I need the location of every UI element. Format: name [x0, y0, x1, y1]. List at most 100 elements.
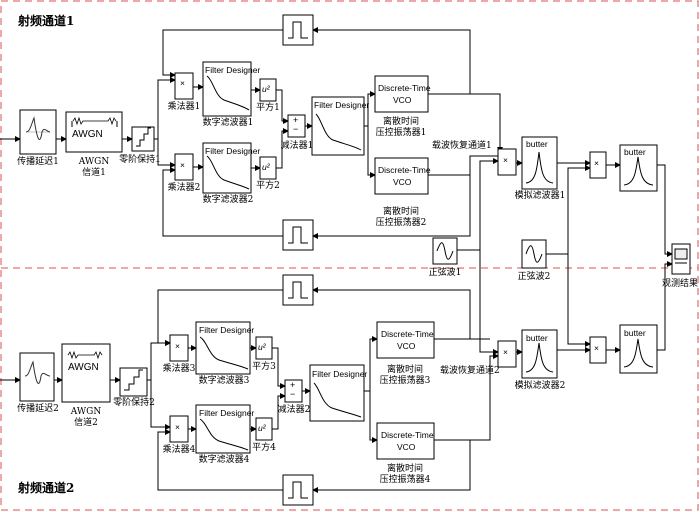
analog-filter-2-block	[521, 329, 558, 379]
multiplier-4-symbol: ×	[175, 422, 180, 432]
filter-designer-2-block	[309, 364, 365, 422]
square-4-symbol: u²	[258, 423, 266, 433]
feedback-pulse-1b-block	[282, 219, 314, 251]
awgn-2-label: AWGN	[68, 362, 99, 373]
awgn-1-caption-2: 信道1	[82, 168, 106, 178]
sine-1-caption: 正弦波1	[428, 268, 462, 278]
square-1-block	[259, 78, 277, 102]
vco-2-caption-2: 压控振荡器2	[375, 218, 427, 228]
square-3-block	[255, 336, 273, 360]
awgn-channel-1-block	[65, 111, 123, 153]
carrier-multiplier-1-symbol: ×	[503, 155, 508, 165]
propagation-delay-1-block	[19, 109, 57, 155]
vco-1-line1: Discrete-Time	[378, 83, 431, 93]
sq-2-caption: 平方2	[256, 181, 280, 191]
awgn-2-caption-2: 信道2	[74, 418, 98, 428]
square-3-symbol: u²	[258, 342, 266, 352]
sq-1-caption: 平方1	[256, 103, 280, 113]
awgn-1-caption-1: AWGN	[78, 157, 110, 167]
subtractor-1-block	[287, 114, 306, 138]
vco-3-caption-2: 压控振荡器3	[379, 376, 431, 386]
vco-1-caption-2: 压控振荡器1	[375, 128, 427, 138]
multiplier-1-symbol: ×	[180, 78, 185, 88]
filt-1-caption: 数字滤波器1	[202, 118, 254, 128]
awgn-2-caption-1: AWGN	[70, 407, 102, 417]
vco-3-block	[376, 321, 435, 359]
output-butter-2-label: butter	[624, 328, 646, 338]
filt-3-caption: 数字滤波器3	[198, 376, 250, 386]
multiplier-2-symbol: ×	[180, 160, 185, 170]
filter-designer-1-block	[311, 96, 365, 156]
analog-1-caption: 模拟滤波器1	[514, 191, 566, 201]
sine-wave-1-block	[432, 237, 458, 265]
digital-filter-4-block	[195, 404, 251, 454]
output-multiplier-2-symbol: ×	[594, 343, 599, 353]
vco-1-block	[374, 75, 429, 113]
output-multiplier-1-block	[589, 151, 607, 179]
scope-block	[671, 243, 691, 275]
vco-4-caption-1: 离散时间	[386, 464, 424, 474]
section-title-channel-1: 射频通道1	[18, 14, 75, 28]
digital-filter-2-block	[202, 142, 252, 194]
multiplier-1-block	[174, 72, 194, 100]
sine-wave-2-block	[521, 239, 547, 269]
delay-2-caption: 传播延迟2	[17, 404, 59, 414]
awgn-1-label: AWGN	[72, 129, 103, 140]
feedback-pulse-2a-block	[282, 274, 314, 306]
vco-2-caption-1: 离散时间	[382, 207, 420, 217]
recover-1-caption: 载波恢复通道1	[432, 141, 492, 151]
vco-2-line2: VCO	[393, 177, 412, 187]
feedback-pulse-1a-block	[282, 14, 314, 46]
vco-2-block	[374, 157, 429, 195]
analog-filter-1-label: butter	[526, 139, 548, 149]
carrier-multiplier-2-symbol: ×	[503, 347, 508, 357]
mult-2-caption: 乘法器2	[167, 183, 201, 193]
sq-3-caption: 平方3	[252, 362, 276, 372]
sq-4-caption: 平方4	[252, 443, 276, 453]
sub-1-caption: 减法器1	[280, 141, 314, 151]
vco-1-caption-1: 离散时间	[382, 117, 420, 127]
filter-designer-1-label: Filter Designer	[205, 65, 261, 75]
square-4-block	[255, 417, 273, 441]
vco-2-line1: Discrete-Time	[378, 165, 431, 175]
output-multiplier-1-symbol: ×	[594, 158, 599, 168]
vco-3-line2: VCO	[397, 341, 416, 351]
vco-4-line1: Discrete-Time	[381, 430, 434, 440]
filter-designer-3-label: Filter Designer	[199, 325, 255, 335]
digital-filter-3-block	[195, 321, 251, 375]
subtractor-2-signs: +−	[290, 380, 296, 399]
vco-1-line2: VCO	[393, 95, 412, 105]
square-2-block	[259, 156, 277, 180]
multiplier-3-block	[169, 334, 189, 362]
wires	[0, 27, 673, 493]
square-1-symbol: u²	[262, 84, 270, 94]
multiplier-3-symbol: ×	[175, 341, 180, 351]
multiplier-4-block	[169, 415, 189, 443]
awgn-channel-2-block	[61, 343, 111, 403]
output-butter-1-label: butter	[624, 147, 646, 157]
mult-3-caption: 乘法器3	[162, 364, 196, 374]
subtractor-1-signs: +−	[293, 115, 299, 134]
vco-4-caption-2: 压控振荡器4	[379, 475, 431, 485]
section-title-channel-2: 射频通道2	[18, 481, 75, 495]
analog-2-caption: 模拟滤波器2	[514, 381, 566, 391]
analog-filter-1-block	[521, 136, 558, 190]
zero-order-hold-1-block	[131, 126, 155, 152]
delay-1-caption: 传播延迟1	[17, 157, 59, 167]
vco-3-line1: Discrete-Time	[381, 329, 434, 339]
zero-order-hold-2-block	[119, 367, 148, 397]
multiplier-2-block	[174, 153, 194, 181]
vco-3-caption-1: 离散时间	[386, 365, 424, 375]
filt-2-caption: 数字滤波器2	[202, 195, 254, 205]
output-butter-1-block	[619, 144, 658, 192]
recover-2-caption: 载波恢复通道2	[440, 366, 500, 376]
output-butter-2-block	[619, 324, 658, 374]
sine-2-caption: 正弦波2	[517, 272, 551, 282]
mult-4-caption: 乘法器4	[162, 445, 196, 455]
subtractor-2-block	[284, 379, 303, 403]
sub-2-caption: 减法器2	[277, 405, 311, 415]
